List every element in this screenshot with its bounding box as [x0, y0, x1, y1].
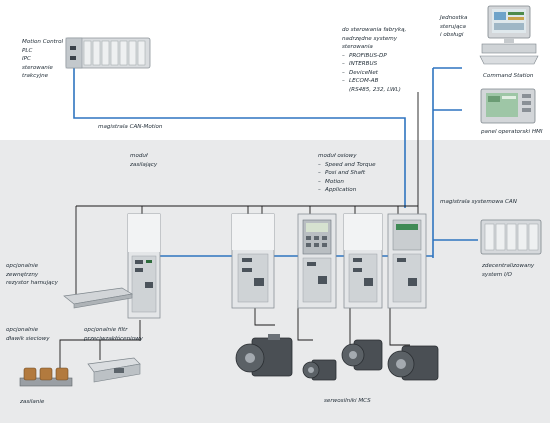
control-unit-line-2: sterująca [440, 23, 466, 30]
command-station-label: Command Station [483, 73, 534, 79]
factory-control-label: do sterowania fabryką, nadrzędne systemy… [342, 26, 406, 94]
servomotors-label: serwosilniki MCS [324, 398, 371, 404]
motion-control-line-5: trakcyjne [22, 73, 49, 79]
wiring-lines [59, 92, 419, 370]
brake-resistor-label: opcjonalnie zewnętrzny rezystor hamujący [6, 262, 58, 288]
axis-module-label: moduł osiowy Speed and Torque Posi and S… [318, 152, 376, 195]
servomotor-2 [302, 359, 337, 381]
motion-control-label: Motion Control PLC IPC sterowanie trakcy… [22, 38, 63, 81]
distributed-io-label: zdecentralizowany system I/O [482, 262, 534, 279]
brake-resistor-device [63, 287, 133, 309]
servomotor-4 [387, 345, 439, 381]
rfi-filter-device [87, 357, 141, 383]
power-supply-label: zasilanie [20, 399, 45, 405]
mains-choke-device [19, 367, 73, 387]
motion-control-line-2: PLC [22, 47, 33, 54]
factory-control-line-3: sterowania [342, 44, 373, 50]
system-can-bus-label: magistrala systemowa CAN [440, 199, 517, 205]
brake-resistor-line-1: opcjonalnie [6, 263, 39, 269]
mains-choke-line-2: dławik sieciowy [6, 335, 50, 342]
brake-resistor-line-2: zewnętrzny [6, 271, 39, 278]
servomotor-3 [341, 339, 383, 371]
rfi-filter-label: opcjonalnie filtr przeciwzakłóceniowy [84, 326, 143, 343]
axis-module-4 [387, 213, 427, 309]
fieldbus-item: PROFIBUS-DP [342, 52, 406, 61]
supply-module-line-2: zasilający [130, 161, 158, 168]
fieldbus-item: LECOM-AB [342, 77, 406, 86]
distributed-io-line-1: zdecentralizowany [482, 263, 535, 269]
axis-module-heading: moduł osiowy [318, 153, 357, 159]
bus-lines [73, 67, 478, 258]
axis-module-item: Motion [318, 178, 376, 187]
system-can-bus-line [432, 67, 462, 258]
control-unit-line-3: i obsługi [440, 32, 464, 38]
fieldbus-item: DeviceNet [342, 69, 406, 78]
mains-choke-line-1: opcjonalnie [6, 327, 39, 333]
module-taps [141, 206, 399, 214]
axis-module-item: Application [318, 186, 376, 195]
motion-control-line-3: IPC [22, 56, 31, 62]
hmi-panel-device [480, 88, 536, 124]
rfi-filter-line-1: opcjonalnie filtr [84, 327, 128, 333]
motion-control-line-1: Motion Control [22, 39, 64, 45]
servomotor-1 [235, 334, 293, 377]
supply-module-line-1: moduł [130, 153, 148, 159]
command-station-pc [479, 5, 539, 65]
supply-module [127, 213, 161, 319]
axis-module-item: Posi and Shaft [318, 169, 376, 178]
hmi-panel-label: panel operatorski HMI [481, 129, 543, 135]
axis-module-item: Speed and Torque [318, 161, 376, 170]
brake-resistor-line-3: rezystor hamujący [6, 280, 58, 286]
plc-rack-device [65, 37, 151, 69]
upper-zone [0, 0, 550, 140]
fieldbus-item-note: (RS485, 232, LWL) [349, 86, 401, 93]
mains-choke-label: opcjonalnie dławik sieciowy [6, 326, 50, 343]
rfi-filter-line-2: przeciwzakłóceniowy [84, 335, 143, 342]
can-motion-bus-label: magistrala CAN-Motion [98, 124, 163, 130]
control-unit-line-1: Jednostka [440, 15, 468, 21]
factory-control-line-2: nadrzędne systemy [342, 35, 398, 42]
axis-wiring [254, 300, 410, 350]
supply-module-label: moduł zasilający [130, 152, 157, 169]
axis-module-2 [297, 213, 337, 309]
can-motion-bus-line [73, 68, 406, 208]
control-unit-label: Jednostka sterująca i obsługi [440, 14, 467, 40]
fieldbus-item: INTERBUS [342, 60, 406, 69]
factory-control-line-1: do sterowania fabryką, [342, 27, 407, 33]
distributed-io-line-2: system I/O [482, 271, 512, 278]
mains-line [59, 320, 141, 370]
axis-module-list: Speed and Torque Posi and Shaft Motion A… [318, 161, 376, 195]
axis-module-3 [343, 213, 383, 309]
distributed-io-device [480, 219, 542, 255]
fieldbus-list: PROFIBUS-DP INTERBUS DeviceNet LECOM-AB [342, 52, 406, 86]
axis-module-1 [231, 213, 275, 309]
motion-control-line-4: sterowanie [22, 64, 53, 71]
